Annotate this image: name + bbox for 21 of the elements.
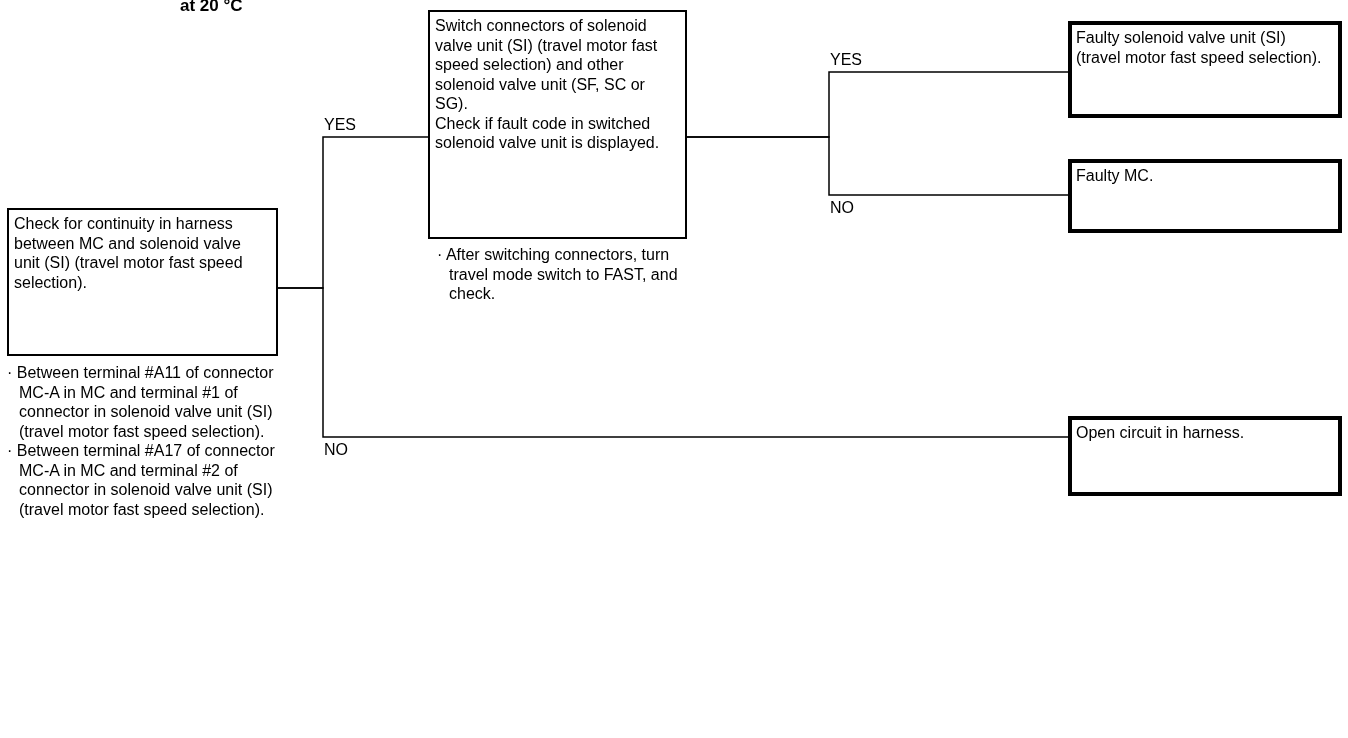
edge-label: YES [324, 115, 356, 134]
box-text: Switch connectors of solenoid valve unit (SI) (travel motor fast speed selection) and other solenoid valve unit (SF, SC or SG). [435, 16, 659, 114]
process-box [428, 10, 687, 239]
result-box [1068, 416, 1342, 496]
box-text: Faulty MC. [1076, 166, 1155, 186]
result-box [1068, 159, 1342, 233]
box-text: Check if fault code in switched solenoid valve unit is displayed. [435, 113, 661, 153]
edge-label: NO [324, 440, 348, 459]
result-box [1068, 21, 1342, 118]
box-text: Faulty solenoid valve unit (SI) (travel motor fast speed selection). [1076, 28, 1323, 67]
edge-label: YES [830, 50, 862, 69]
process-box [7, 208, 278, 356]
heading-text: at 20 °C [180, 0, 243, 16]
note-text: · After switching connectors, turn travel mode switch to FAST, and check. [437, 245, 679, 304]
connector-line [277, 287, 1069, 438]
box-text: Open circuit in harness. [1076, 423, 1246, 443]
connector-line [686, 136, 1069, 196]
edge-label: NO [830, 198, 854, 217]
note-text: · Between terminal #A11 of connector MC-A in MC and terminal #1 of connector in solenoid valve unit (SI) (travel motor fast speed selection). [7, 363, 275, 441]
box-text: Check for continuity in harness between MC and solenoid valve unit (SI) (travel motor fast speed selection). [14, 214, 244, 292]
note-text: · Between terminal #A17 of connector MC-A in MC and terminal #2 of connector in solenoid valve unit (SI) (travel motor fast speed selection). [7, 441, 276, 519]
